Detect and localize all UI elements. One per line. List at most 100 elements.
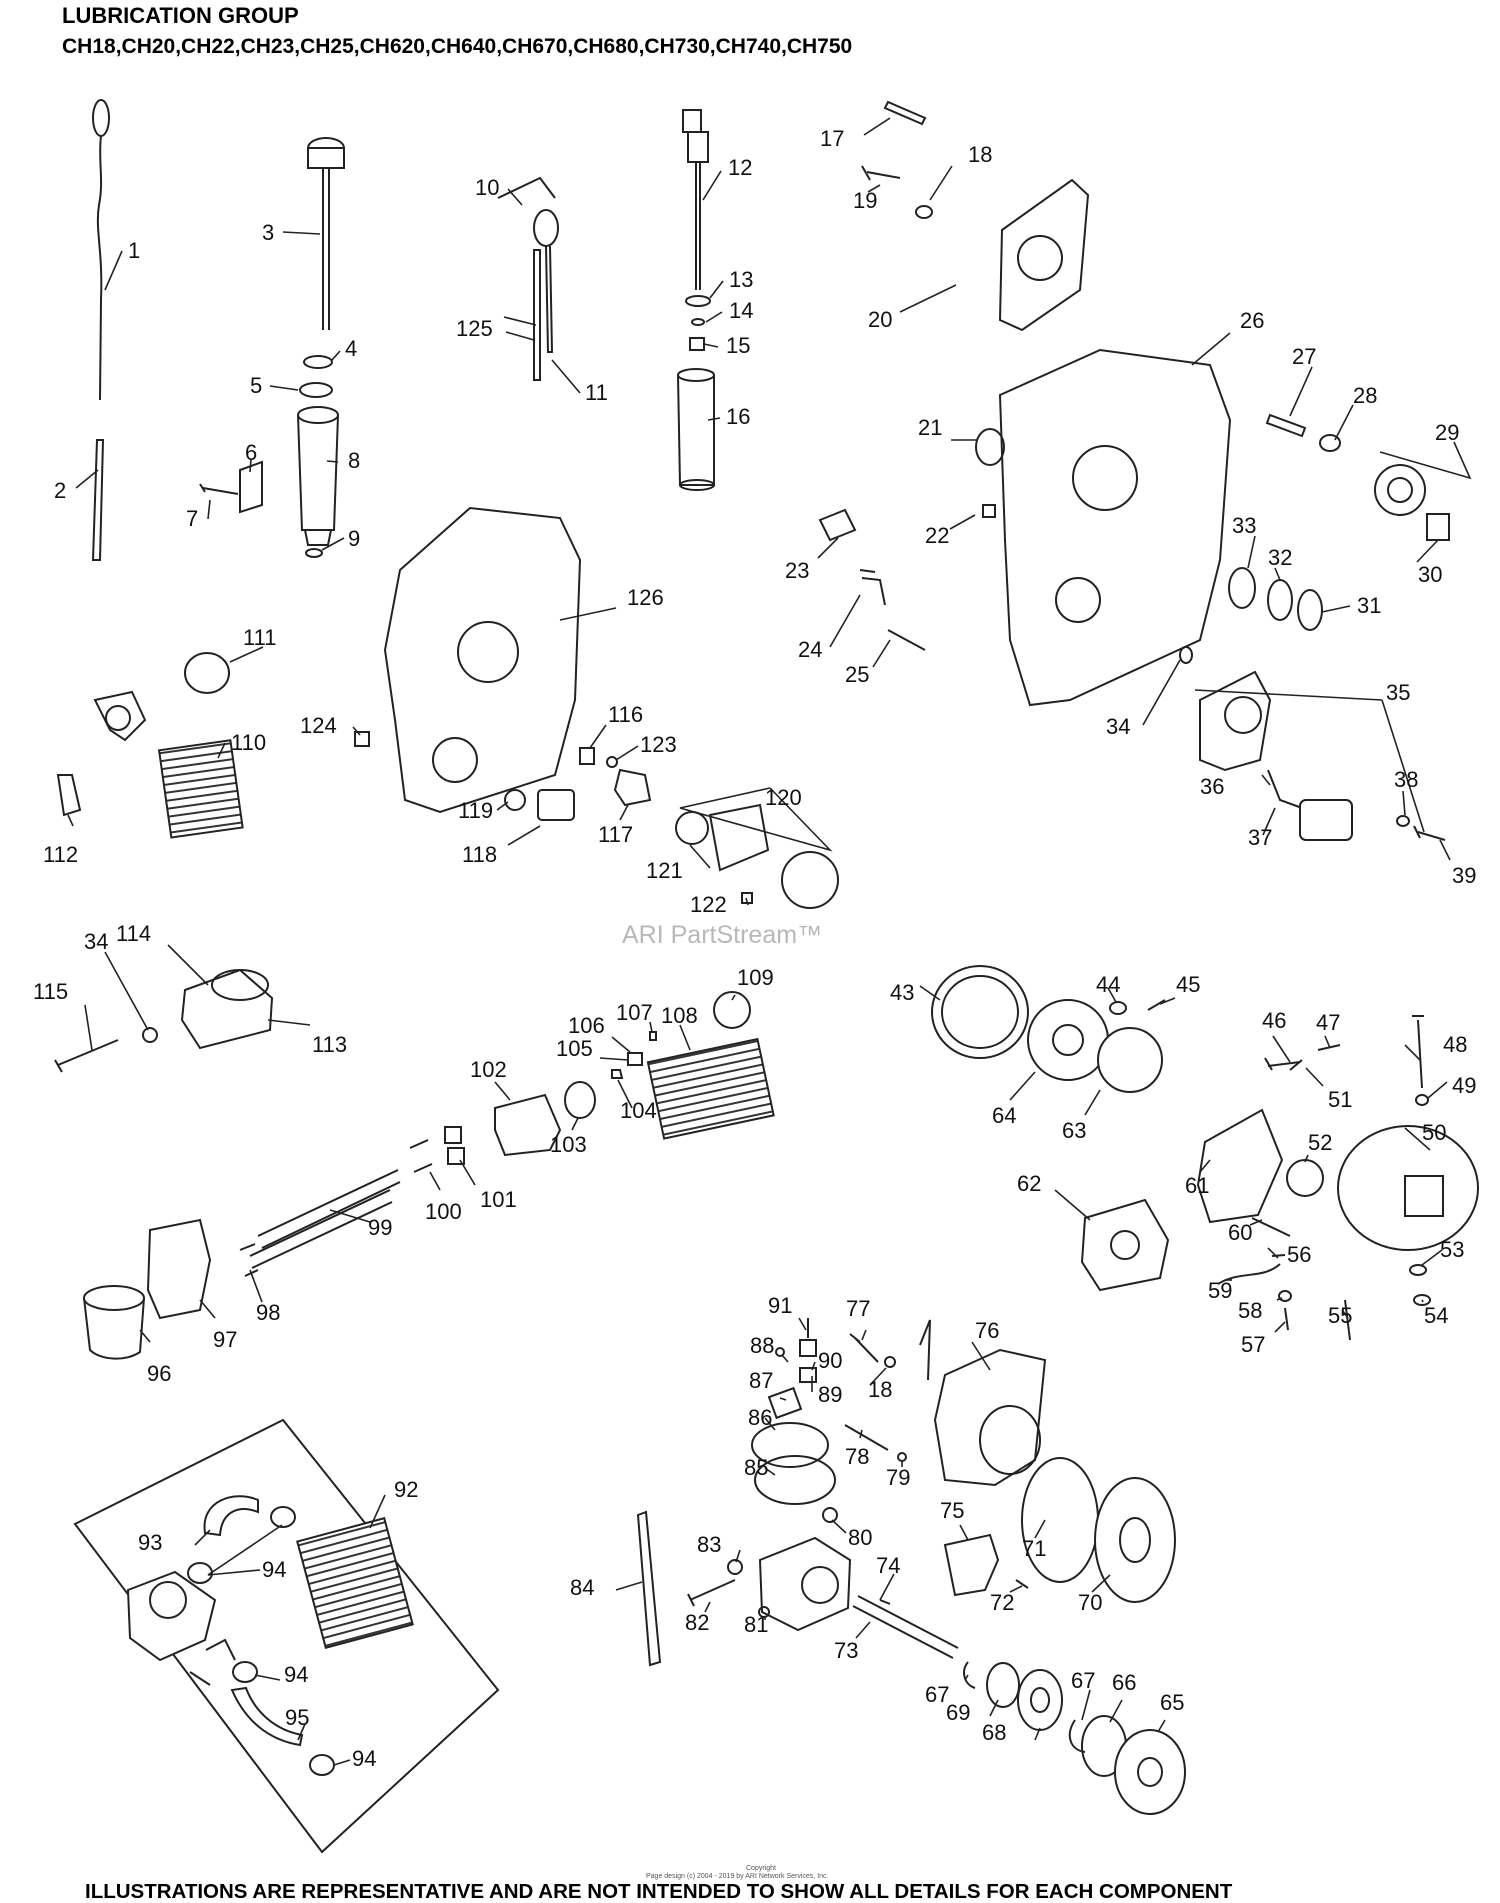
callout-37: 37 xyxy=(1248,825,1272,850)
fitting-92b xyxy=(189,1671,211,1686)
callout-88: 88 xyxy=(750,1333,774,1358)
plug-22 xyxy=(982,504,996,518)
fitting-92a xyxy=(205,1638,236,1661)
callout-120: 120 xyxy=(765,785,802,810)
pin-46 xyxy=(1289,1059,1303,1071)
callout-101: 101 xyxy=(480,1187,517,1212)
cover-70 xyxy=(1094,1477,1176,1603)
callout-110: 110 xyxy=(231,730,266,755)
cover-109 xyxy=(713,991,751,1029)
callout-46: 46 xyxy=(1262,1008,1286,1033)
bearing-68 xyxy=(1017,1669,1063,1731)
callout-78: 78 xyxy=(845,1444,869,1469)
bolt-82 xyxy=(687,1579,736,1607)
callout-103: 103 xyxy=(550,1132,587,1157)
callout-77: 77 xyxy=(846,1296,870,1321)
callout-98: 98 xyxy=(256,1300,280,1325)
gear-120 xyxy=(781,851,839,909)
washer-80b xyxy=(822,1507,838,1523)
callout-18: 18 xyxy=(968,142,992,167)
callout-89: 89 xyxy=(818,1382,842,1407)
callout-13: 13 xyxy=(729,267,753,292)
callout-107: 107 xyxy=(616,1000,653,1025)
callout-121: 121 xyxy=(646,858,683,883)
bearing-52 xyxy=(1286,1159,1324,1197)
callout-115: 115 xyxy=(33,979,68,1004)
fitting-101 xyxy=(444,1126,462,1144)
pin-72 xyxy=(1015,1579,1029,1589)
bolt-55 xyxy=(1344,1299,1351,1341)
callout-124: 124 xyxy=(300,713,337,738)
ring-43 xyxy=(931,965,1029,1059)
callout-122: 122 xyxy=(690,892,727,917)
callout-97: 97 xyxy=(213,1327,237,1352)
closure-plate-126 xyxy=(383,506,582,814)
clip-67a xyxy=(963,1661,976,1689)
callout-15: 15 xyxy=(726,333,750,358)
callout-94a: 94 xyxy=(262,1557,286,1582)
bolt-78 xyxy=(844,1424,889,1451)
ring-31 xyxy=(1297,589,1323,631)
callout-53: 53 xyxy=(1440,1237,1464,1262)
callout-12: 12 xyxy=(728,155,752,180)
cover-120 xyxy=(708,803,770,872)
pin-56 xyxy=(1271,1254,1286,1257)
callout-71: 71 xyxy=(1022,1536,1046,1561)
bolt-19 xyxy=(861,165,901,181)
callout-90: 90 xyxy=(818,1348,842,1373)
callout-126: 126 xyxy=(627,585,664,610)
callout-113: 113 xyxy=(312,1032,347,1057)
sensor-23 xyxy=(818,508,857,542)
washer-54 xyxy=(1413,1294,1431,1306)
callout-95: 95 xyxy=(285,1705,309,1730)
lever-84 xyxy=(636,1510,662,1667)
callout-81: 81 xyxy=(744,1612,768,1637)
callout-114: 114 xyxy=(116,921,151,946)
tube-125 xyxy=(533,249,541,381)
callout-31: 31 xyxy=(1357,593,1381,618)
callout-48: 48 xyxy=(1443,1032,1467,1057)
callout-125: 125 xyxy=(456,316,493,341)
key-44 xyxy=(1109,1001,1127,1015)
callout-45: 45 xyxy=(1176,972,1200,997)
clamp-94c xyxy=(309,1754,335,1776)
o-ring-111 xyxy=(184,652,230,694)
callout-2: 2 xyxy=(54,478,66,503)
housing-102 xyxy=(494,1093,562,1157)
clamp-94a2 xyxy=(187,1562,213,1584)
gasket-plate-20 xyxy=(998,178,1090,332)
callout-38: 38 xyxy=(1394,767,1418,792)
callout-102: 102 xyxy=(470,1057,507,1082)
callout-28: 28 xyxy=(1353,383,1377,408)
washer-18b xyxy=(884,1356,896,1368)
o-ring-9 xyxy=(305,548,323,558)
plug-104 xyxy=(611,1069,624,1079)
callout-3: 3 xyxy=(262,220,274,245)
callout-16: 16 xyxy=(726,404,750,429)
callout-94c: 94 xyxy=(352,1746,376,1771)
bolt-77 xyxy=(849,1333,879,1363)
fitting-98 xyxy=(239,1243,259,1277)
callout-35: 35 xyxy=(1386,680,1410,705)
callout-44: 44 xyxy=(1096,972,1120,997)
callout-109: 109 xyxy=(737,965,774,990)
closure-plate-26 xyxy=(998,348,1232,707)
fork-75 xyxy=(943,1533,1000,1597)
dipstick-cable xyxy=(91,99,110,561)
gasket-85 xyxy=(754,1455,836,1505)
tube-16 xyxy=(677,368,715,491)
fitting-89 xyxy=(799,1367,817,1383)
washer-81 xyxy=(758,1606,770,1618)
callout-65: 65 xyxy=(1160,1690,1184,1715)
callout-27: 27 xyxy=(1292,344,1316,369)
callout-59: 59 xyxy=(1208,1278,1232,1303)
callout-73: 73 xyxy=(834,1638,858,1663)
fitting-112 xyxy=(56,774,82,817)
adapter-97 xyxy=(146,1218,212,1320)
hose-99 xyxy=(257,1169,401,1249)
valve-118 xyxy=(537,789,575,821)
washer-38 xyxy=(1396,815,1410,827)
hose-93 xyxy=(203,1495,259,1537)
clamp-94a xyxy=(270,1506,296,1528)
